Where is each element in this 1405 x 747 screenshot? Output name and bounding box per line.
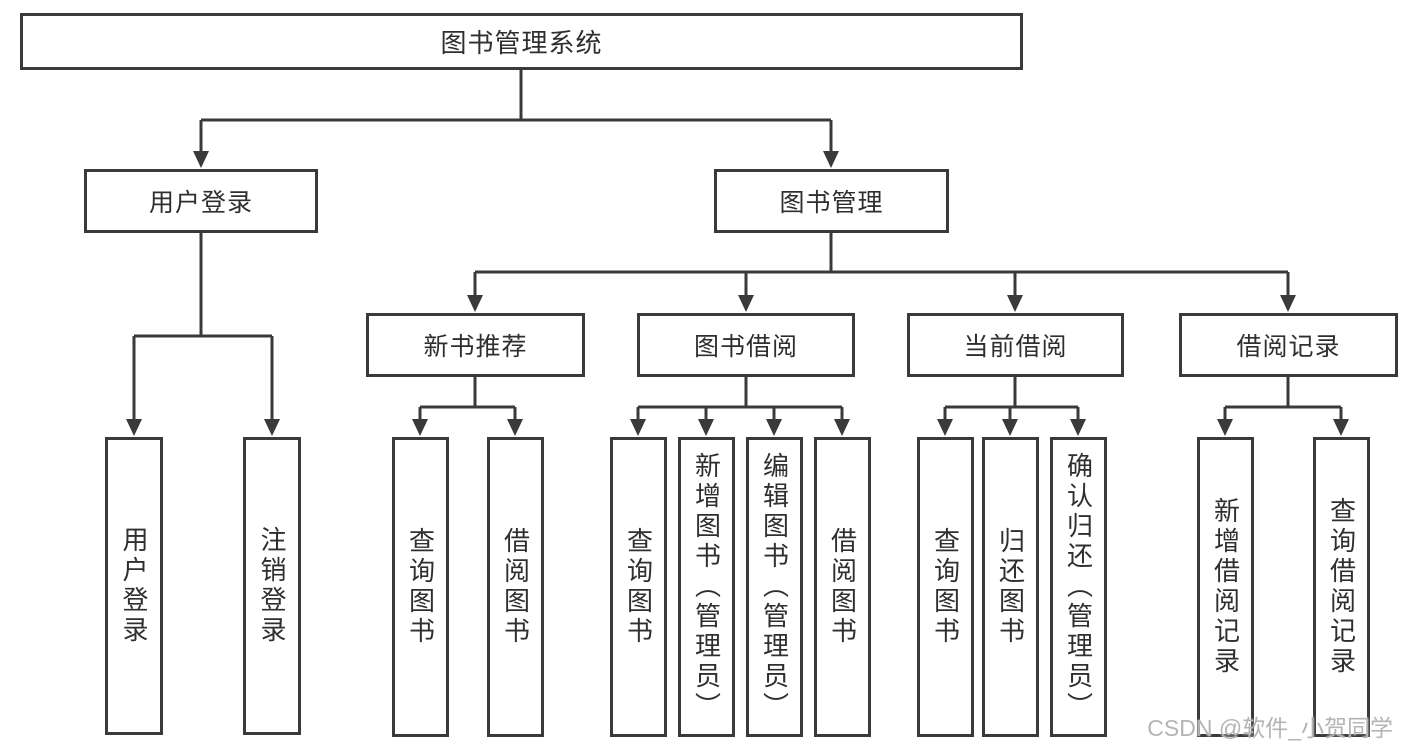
- leaf-add-borrow-record-label: 新增借阅记录: [1210, 497, 1241, 677]
- arrowheads-level3: [467, 295, 1296, 312]
- connector-borrowing-children: [636, 377, 844, 421]
- connector-records-children: [1223, 377, 1343, 421]
- node-book-borrowing: 图书借阅: [637, 313, 855, 377]
- node-root: 图书管理系统: [20, 13, 1023, 70]
- node-user-login: 用户登录: [84, 169, 318, 233]
- node-user-login-label: 用户登录: [148, 189, 253, 217]
- leaf-user-login-label: 用户登录: [119, 526, 149, 646]
- arrowheads-borrowing-children: [630, 419, 850, 436]
- node-book-management: 图书管理: [714, 169, 949, 233]
- leaf-logout: 注销登录: [243, 437, 301, 735]
- leaf-query-books-current-label: 查询图书: [930, 527, 961, 647]
- leaf-add-book-admin: 新增图书（管理员）: [678, 437, 735, 737]
- connector-user-login-children: [132, 233, 274, 421]
- node-book-borrowing-label: 图书借阅: [693, 333, 798, 361]
- leaf-borrow-books-borrowing: 借阅图书: [814, 437, 871, 737]
- node-book-management-label: 图书管理: [779, 189, 884, 217]
- leaf-query-borrow-record-label: 查询借阅记录: [1326, 497, 1357, 677]
- leaf-return-book: 归还图书: [982, 437, 1039, 737]
- connector-current-children: [943, 377, 1080, 421]
- node-borrowing-records-label: 借阅记录: [1236, 333, 1341, 361]
- node-current-borrowing: 当前借阅: [907, 313, 1124, 377]
- leaf-borrow-books-borrowing-label: 借阅图书: [827, 527, 858, 647]
- node-new-book-recommend: 新书推荐: [366, 313, 585, 377]
- arrowheads-records-children: [1217, 419, 1349, 436]
- leaf-query-books-current: 查询图书: [917, 437, 974, 737]
- leaf-query-books-recommend-label: 查询图书: [405, 527, 436, 647]
- arrowheads-new-book-children: [412, 419, 523, 436]
- leaf-query-books-borrowing: 查询图书: [610, 437, 667, 737]
- node-root-label: 图书管理系统: [440, 28, 603, 58]
- leaf-return-book-label: 归还图书: [995, 527, 1026, 647]
- leaf-query-books-recommend: 查询图书: [392, 437, 449, 737]
- arrowheads-level2: [193, 151, 839, 168]
- leaf-confirm-return-admin-label: 确认归还（管理员）: [1063, 452, 1094, 722]
- node-new-book-recommend-label: 新书推荐: [423, 333, 528, 361]
- connector-book-management-to-level3: [473, 233, 1290, 297]
- arrowheads-current-children: [937, 419, 1086, 436]
- leaf-edit-book-admin-label: 编辑图书（管理员）: [759, 452, 790, 722]
- node-current-borrowing-label: 当前借阅: [963, 333, 1068, 361]
- arrowheads-user-login-children: [126, 419, 280, 436]
- leaf-edit-book-admin: 编辑图书（管理员）: [746, 437, 803, 737]
- leaf-borrow-books-recommend: 借阅图书: [487, 437, 544, 737]
- leaf-user-login: 用户登录: [105, 437, 163, 735]
- node-borrowing-records: 借阅记录: [1179, 313, 1398, 377]
- connector-root-to-level2: [199, 70, 833, 153]
- leaf-borrow-books-recommend-label: 借阅图书: [500, 527, 531, 647]
- leaf-query-borrow-record: 查询借阅记录: [1313, 437, 1370, 737]
- leaf-query-books-borrowing-label: 查询图书: [623, 527, 654, 647]
- leaf-add-borrow-record: 新增借阅记录: [1197, 437, 1254, 737]
- leaf-add-book-admin-label: 新增图书（管理员）: [691, 452, 722, 722]
- leaf-confirm-return-admin: 确认归还（管理员）: [1050, 437, 1107, 737]
- leaf-logout-label: 注销登录: [257, 526, 287, 646]
- connector-new-book-children: [418, 377, 517, 421]
